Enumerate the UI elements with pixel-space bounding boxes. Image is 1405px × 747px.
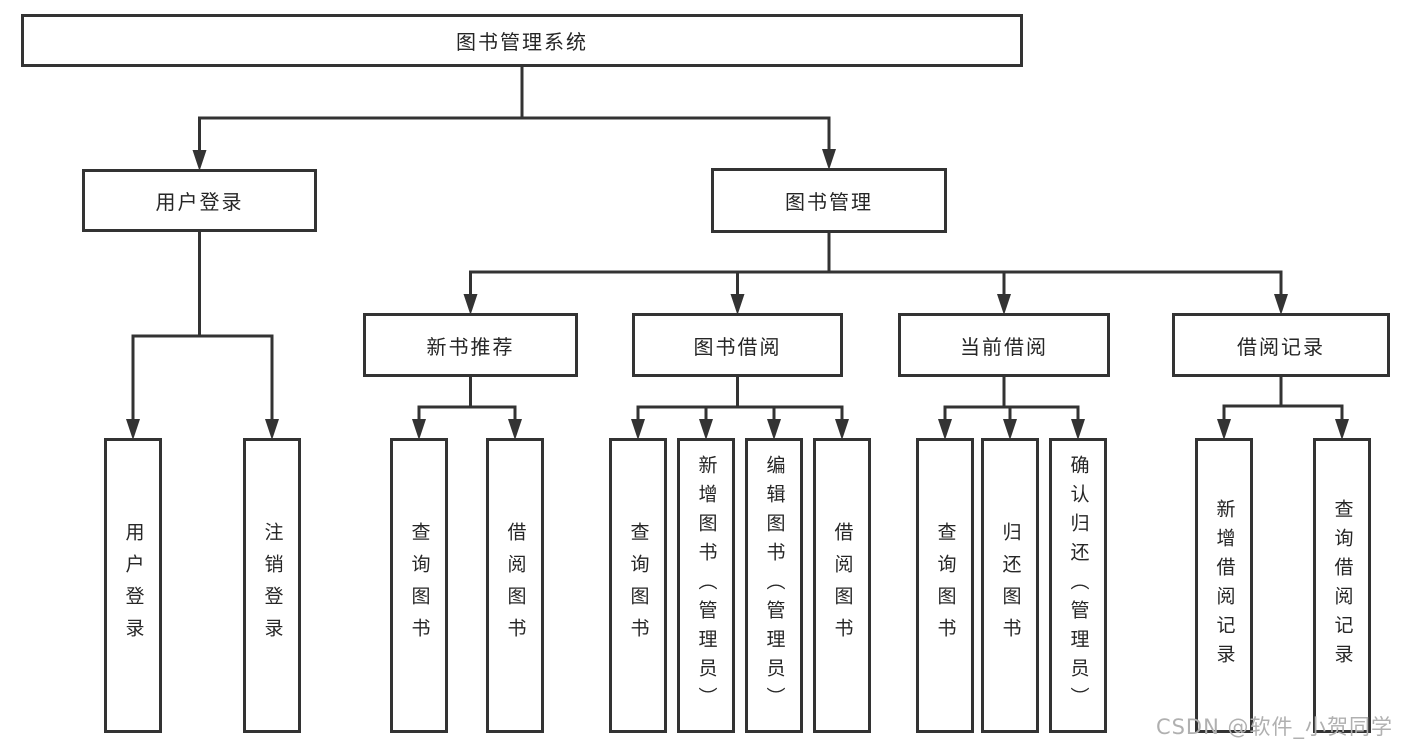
node-label-return-book: 归还图书 (999, 521, 1022, 650)
node-query-book-borrow: 查询图书 (609, 438, 667, 733)
node-borrow-record: 借阅记录 (1172, 313, 1390, 377)
node-label-borrow-record: 借阅记录 (1237, 334, 1325, 359)
node-logout-leaf: 注销登录 (243, 438, 301, 733)
node-book-borrow: 图书借阅 (632, 313, 843, 377)
arrowhead-user-login (192, 150, 207, 171)
node-label-add-book-admin: 新增图书（管理员） (695, 455, 718, 716)
node-label-root: 图书管理系统 (456, 30, 588, 54)
arrowhead-query-borrow-record (1335, 419, 1349, 440)
arrowhead-confirm-return-admin (1071, 419, 1085, 440)
arrowhead-current-borrow (997, 294, 1011, 315)
arrowhead-return-book (1003, 419, 1017, 440)
node-root: 图书管理系统 (21, 14, 1023, 67)
node-query-book-current: 查询图书 (916, 438, 974, 733)
node-add-book-admin: 新增图书（管理员） (677, 438, 735, 733)
node-return-book: 归还图书 (981, 438, 1039, 733)
node-label-borrow-book-new: 借阅图书 (504, 521, 527, 650)
arrowhead-edit-book-admin (767, 419, 781, 440)
node-label-query-borrow-record: 查询借阅记录 (1331, 498, 1354, 673)
node-label-new-book-recommend: 新书推荐 (426, 334, 515, 359)
arrowhead-user-login-leaf (126, 419, 140, 440)
node-label-logout-leaf: 注销登录 (261, 521, 284, 650)
node-book-management: 图书管理 (711, 168, 947, 233)
node-borrow-book: 借阅图书 (813, 438, 871, 733)
node-query-book-new: 查询图书 (390, 438, 448, 733)
watermark: CSDN @软件_小贺同学 (1155, 715, 1393, 739)
node-label-book-borrow: 图书借阅 (693, 334, 782, 359)
node-label-query-book-borrow: 查询图书 (627, 521, 650, 650)
arrowhead-logout-leaf (265, 419, 279, 440)
node-label-book-management: 图书管理 (785, 190, 873, 214)
arrowhead-borrow-book (835, 419, 849, 440)
node-label-user-login: 用户登录 (155, 190, 244, 214)
arrowhead-new-book-recommend (463, 294, 478, 315)
node-label-add-borrow-record: 新增借阅记录 (1213, 498, 1236, 673)
node-add-borrow-record: 新增借阅记录 (1195, 438, 1253, 733)
arrowhead-borrow-record (1274, 294, 1288, 315)
node-borrow-book-new: 借阅图书 (486, 438, 544, 733)
arrowhead-add-borrow-record (1217, 419, 1231, 440)
arrowhead-book-borrow (730, 294, 745, 315)
arrowhead-query-book-new (412, 419, 426, 440)
node-edit-book-admin: 编辑图书（管理员） (745, 438, 803, 733)
node-label-query-book-new: 查询图书 (408, 521, 431, 650)
node-label-edit-book-admin: 编辑图书（管理员） (763, 455, 786, 716)
node-user-login: 用户登录 (82, 169, 317, 232)
node-new-book-recommend: 新书推荐 (363, 313, 578, 377)
arrowhead-query-book-borrow (631, 419, 645, 440)
node-label-borrow-book: 借阅图书 (831, 521, 854, 650)
node-label-current-borrow: 当前借阅 (960, 334, 1048, 359)
node-query-borrow-record: 查询借阅记录 (1313, 438, 1371, 733)
node-label-query-book-current: 查询图书 (934, 521, 957, 650)
node-confirm-return-admin: 确认归还（管理员） (1049, 438, 1107, 733)
arrowhead-book-management (822, 149, 836, 170)
arrowhead-add-book-admin (699, 419, 713, 440)
node-current-borrow: 当前借阅 (898, 313, 1110, 377)
node-label-user-login-leaf: 用户登录 (122, 521, 145, 650)
arrowhead-query-book-current (938, 419, 952, 440)
node-user-login-leaf: 用户登录 (104, 438, 162, 733)
node-label-confirm-return-admin: 确认归还（管理员） (1067, 455, 1090, 716)
arrowhead-borrow-book-new (508, 419, 522, 440)
